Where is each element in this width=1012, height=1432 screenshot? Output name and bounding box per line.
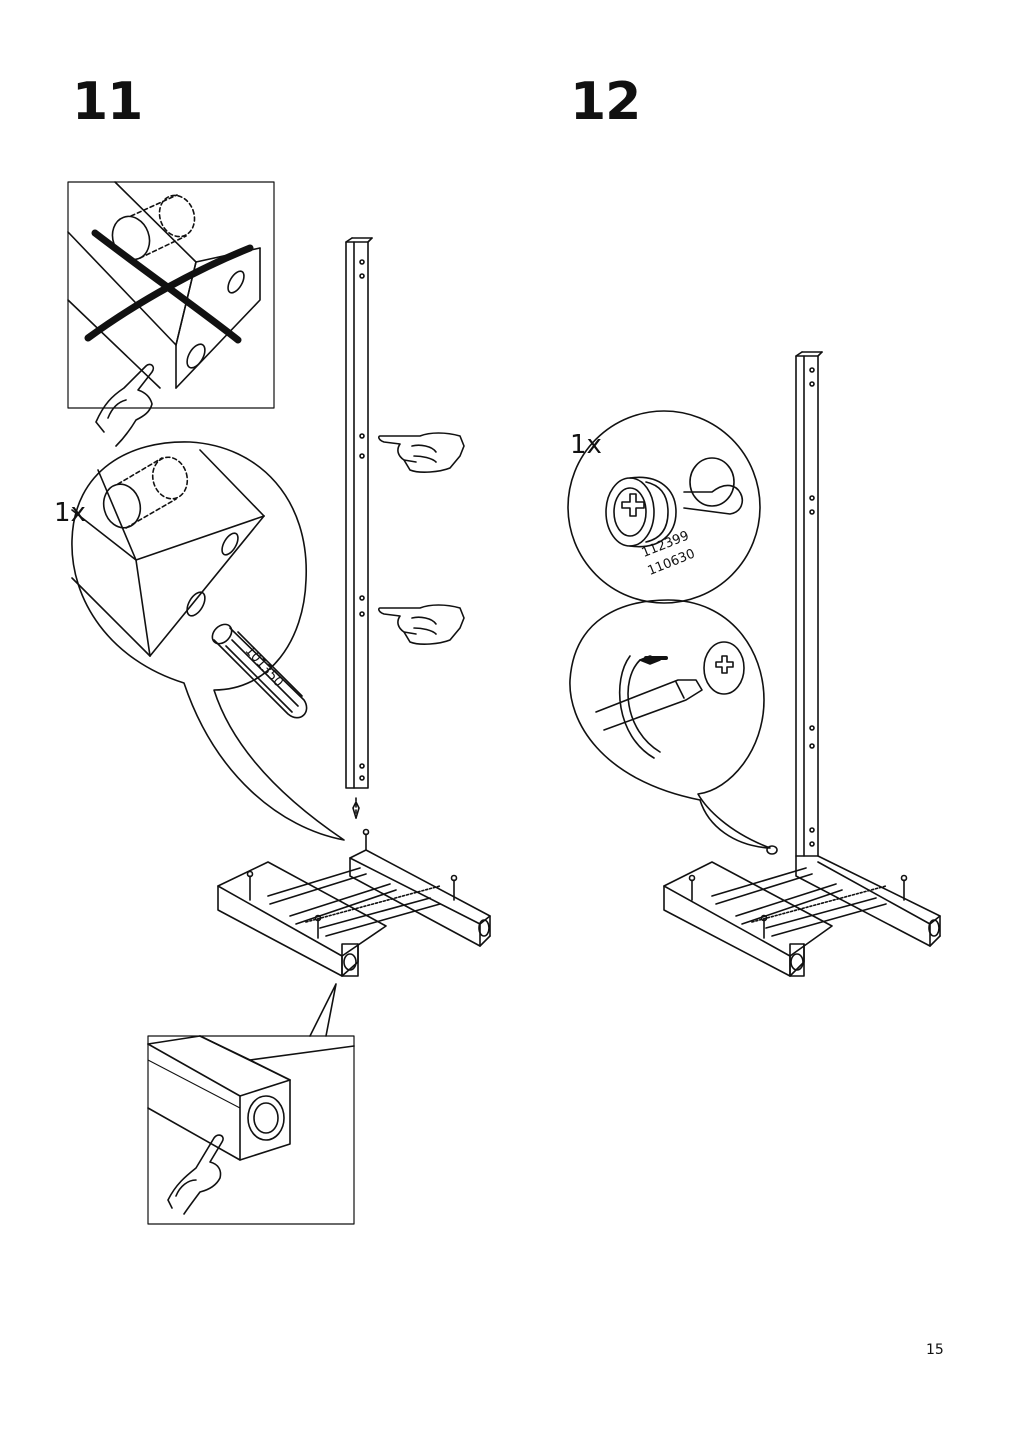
hand-point-icon-4 [167,1134,224,1215]
upright-beam-12 [795,351,823,857]
screwdriver-detail-bubble [569,599,771,849]
step-11-quantity: 1x [54,498,86,528]
dowel-icon [211,623,308,719]
cam-hole [683,457,744,515]
step-11-number: 11 [72,72,143,132]
page-number: 15 [926,1342,944,1358]
base-frame-12 [663,845,941,977]
step-12-quantity: 1x [570,430,602,460]
cross-out-mark [84,229,254,344]
base-frame-11 [217,828,491,977]
hand-point-icon-1 [95,363,155,447]
wrong-orientation-panel [67,181,275,409]
upright-beam-11 [345,237,373,819]
dowel-detail-bubble [71,441,345,841]
step-12-number: 12 [570,72,641,132]
end-cap-detail-panel [147,983,355,1225]
hand-point-icon-3 [378,604,465,645]
hand-point-icon-2 [378,432,465,473]
cam-lock-detail-bubble [567,410,761,604]
cam-lock-icon [605,476,677,548]
cam-lock-icon-2 [703,641,745,695]
beam-end-correct [71,449,265,657]
screwdriver-icon [595,655,703,759]
